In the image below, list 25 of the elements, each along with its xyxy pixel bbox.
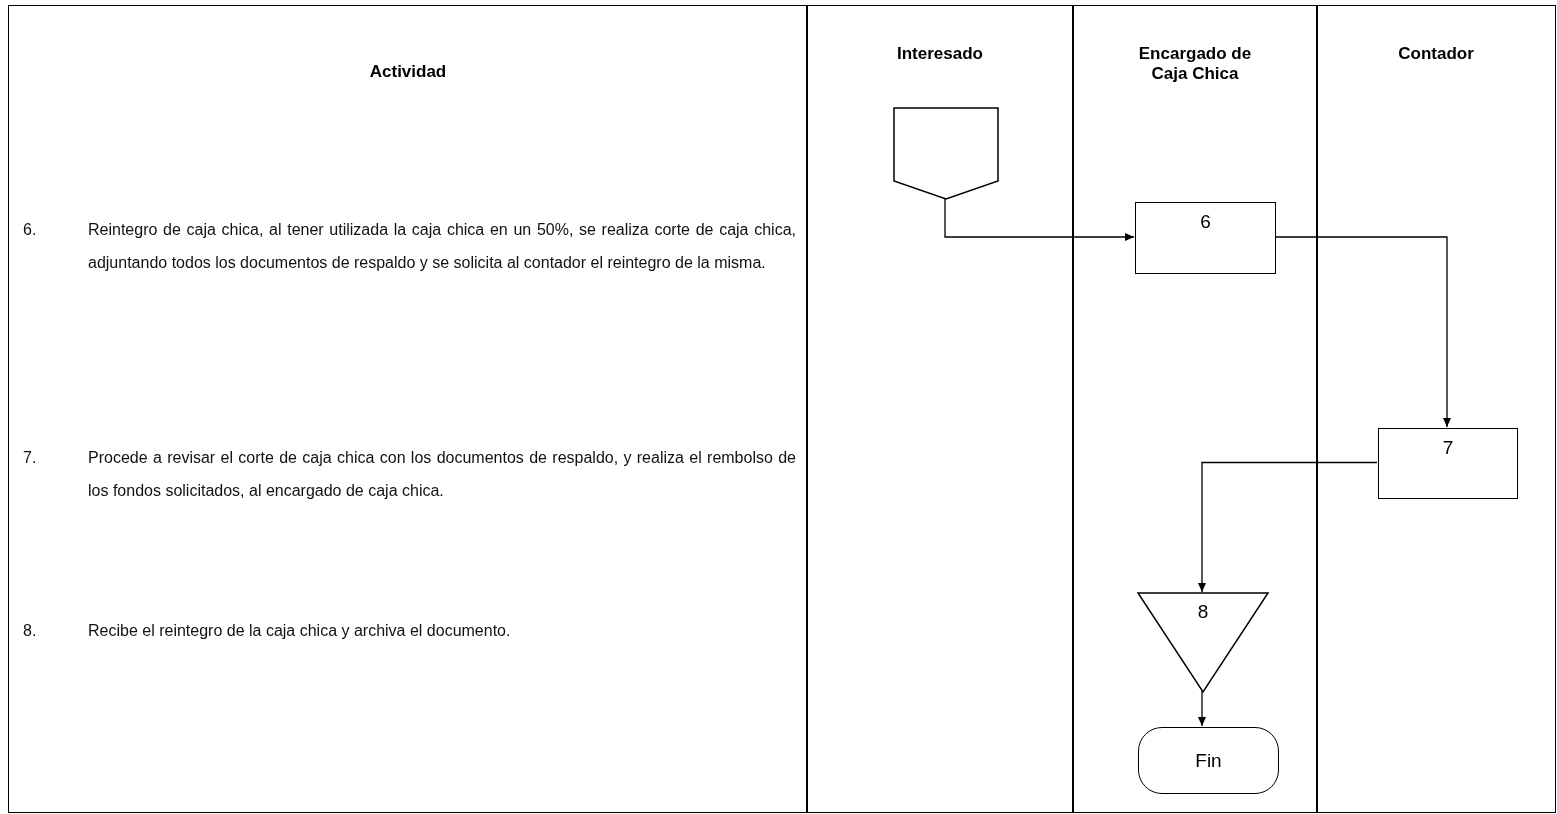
activity-description: Reintegro de caja chica, al tener utilizada la caja chica en un 50%, se realiza corte de caja chica, adjuntando todos los documentos de respaldo y se solicita al contador el reintegro de la misma. <box>88 220 796 273</box>
step-number: 6 <box>1200 210 1211 233</box>
table-column <box>8 5 808 813</box>
column-header: Actividad <box>368 62 448 82</box>
step-number: 8. <box>23 621 37 641</box>
step-number: 7. <box>23 448 37 468</box>
column-header: Contador <box>1397 44 1475 64</box>
column-header: Interesado <box>896 44 984 64</box>
step-number: 8 <box>1197 600 1209 623</box>
arrow <box>1198 690 1206 727</box>
activity-description: Recibe el reintegro de la caja chica y archiva el documento. <box>88 621 512 641</box>
activity-description: Procede a revisar el corte de caja chica con los documentos de respaldo, y realiza el rembolso de los fondos solicitados, al encargado de caja chica. <box>88 448 796 501</box>
step-number: 7 <box>1442 436 1454 459</box>
table-column <box>1316 5 1556 813</box>
arrow <box>1274 236 1451 428</box>
process-box <box>1378 428 1518 499</box>
table-column <box>806 5 1074 813</box>
terminal-shape <box>1138 727 1279 794</box>
arrow <box>1198 461 1378 593</box>
step-number: 6. <box>23 220 37 240</box>
table-column <box>1072 5 1318 813</box>
step-number: Fin <box>1195 749 1222 772</box>
column-header: Encargado de Caja Chica <box>1137 44 1253 84</box>
process-box <box>1135 202 1276 274</box>
arrow <box>944 197 1135 241</box>
